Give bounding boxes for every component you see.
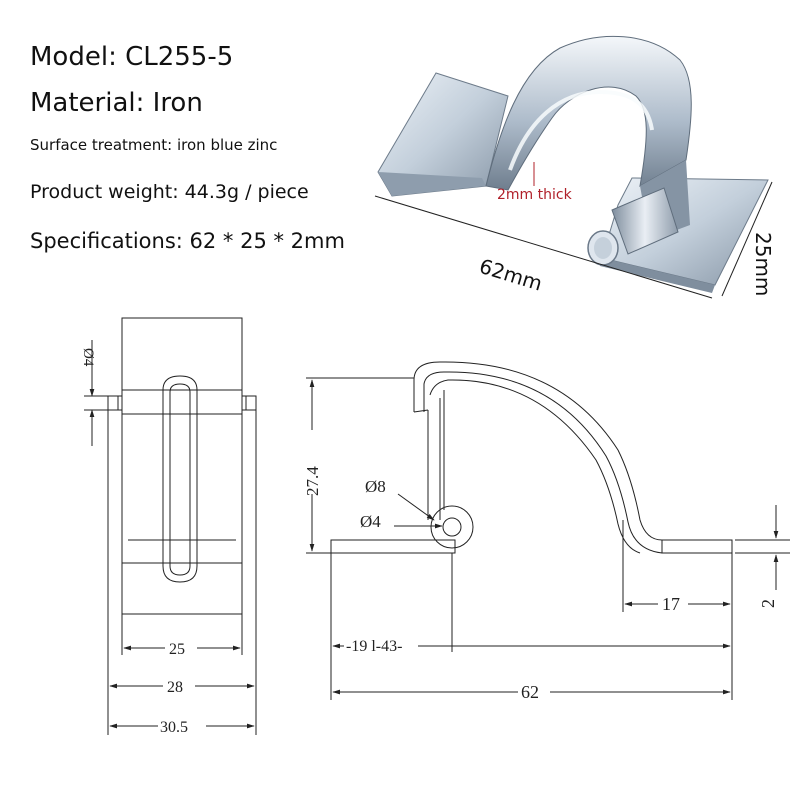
hinge-right-plate-edge [600, 258, 715, 293]
side-leg-top [413, 409, 429, 413]
material-label: Material: Iron [30, 88, 203, 118]
hinge-left-plate-edge [378, 172, 486, 196]
dim-62-bg [518, 681, 550, 701]
side-arch-mid [429, 379, 641, 554]
dim-19-43-bg [344, 636, 418, 654]
hinge-arch-rib [508, 89, 654, 171]
front-barrel-inner [169, 383, 191, 576]
side-arch-outer [413, 361, 663, 541]
dia-4-label: Ø4 [360, 512, 381, 531]
dim-28-bg [163, 677, 195, 695]
hinge-arch [485, 35, 692, 191]
dim-25-label: 25 [169, 641, 185, 658]
front-view-drawing: Ø4 25 28 30.5 [80, 317, 257, 736]
side-barrel-inner [442, 517, 462, 537]
dim-17-bg [658, 594, 688, 614]
dim-30-5-label: 30.5 [160, 719, 188, 736]
hinge-pin-face [594, 237, 612, 259]
dia-8-label: Ø8 [365, 477, 386, 496]
hinge-left-plate [377, 72, 509, 197]
weight-label: Product weight: 44.3g / piece [30, 181, 309, 203]
side-view-drawing: 27.4 Ø8 Ø4 2 17 -19 l-43- [302, 361, 790, 702]
front-pin-dia-label: Ø4 [80, 348, 96, 367]
dim-28-label: 28 [167, 679, 183, 696]
length-label: 62mm [477, 254, 546, 296]
dim-27-4-bg [302, 430, 322, 494]
dim-25-bg [165, 639, 197, 657]
surface-treatment-label: Surface treatment: iron blue zinc [30, 136, 278, 154]
width-dim-line [721, 181, 773, 297]
width-label: 25mm [751, 232, 775, 296]
side-arch-inner [423, 371, 663, 554]
front-pin-right [241, 395, 257, 411]
dim-30-5-bg [158, 717, 206, 735]
length-dim-line [374, 195, 713, 299]
dim-62-label: 62 [521, 682, 539, 702]
side-barrel-outer [430, 505, 474, 549]
product-photo: 2mm thick 62mm 25mm [374, 35, 775, 299]
side-right-plate [661, 539, 733, 554]
dim-17-label: 17 [662, 594, 680, 614]
model-label: Model: CL255-5 [30, 42, 234, 72]
front-barrel-outer [162, 375, 198, 583]
front-outline [121, 317, 243, 615]
dim-19-43-label: -19 l-43- [346, 638, 402, 655]
dim-2-label: 2 [758, 599, 778, 608]
thickness-note: 2mm thick [497, 187, 573, 203]
dim-27-4-label: 27.4 [303, 466, 322, 496]
side-left-plate [330, 539, 456, 554]
specifications-label: Specifications: 62 * 25 * 2mm [30, 229, 345, 253]
front-pin-left [107, 395, 123, 411]
dia-8-leader [397, 493, 435, 521]
hinge-barrel [611, 187, 679, 255]
